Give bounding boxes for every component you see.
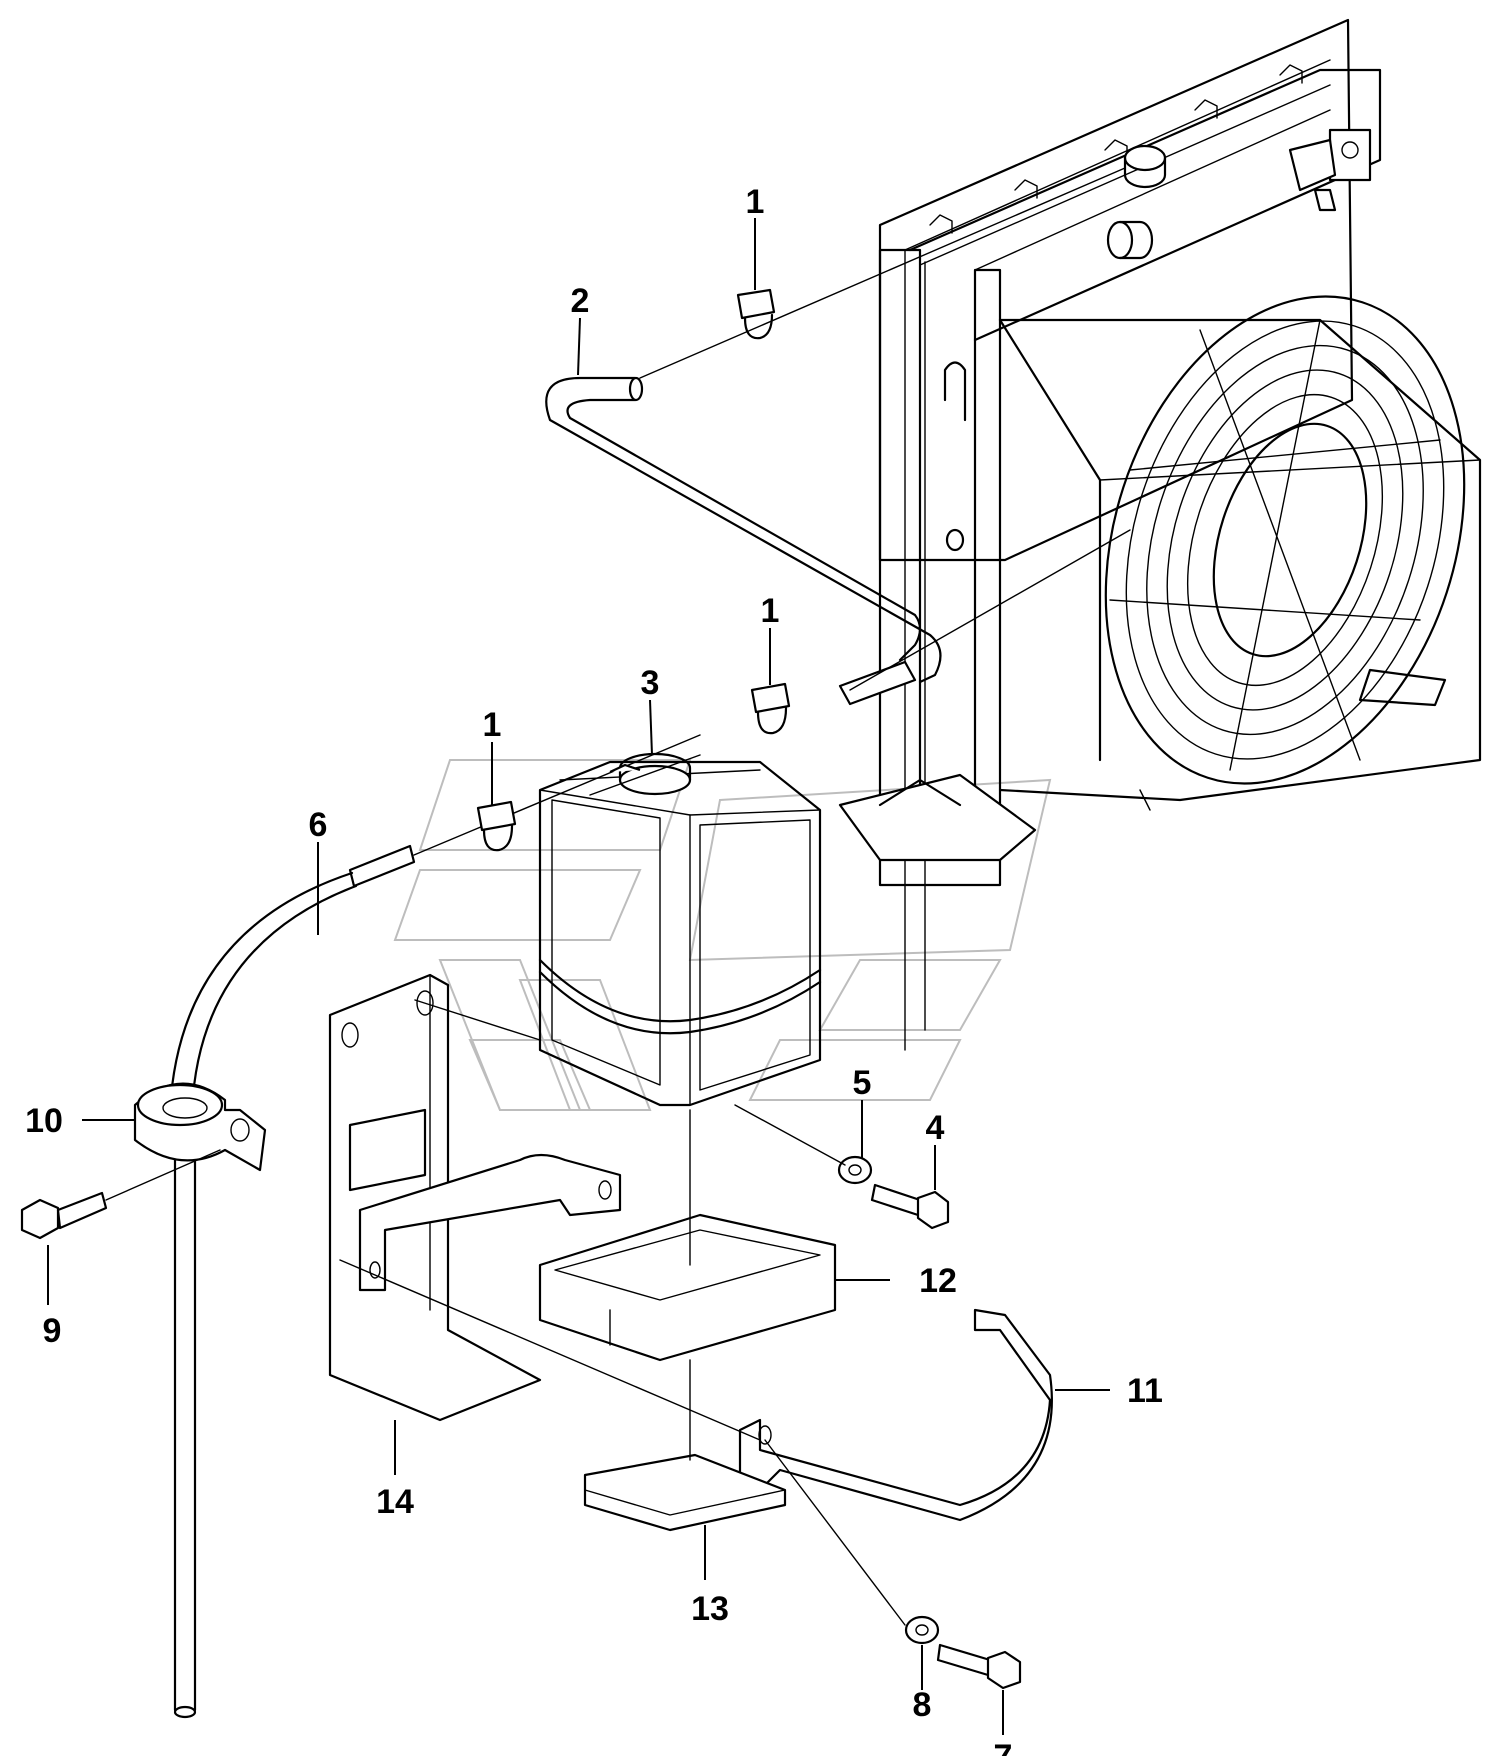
hose-clamp-upper <box>736 288 776 340</box>
bolt-4 <box>734 1104 950 1230</box>
hose-dip-tube <box>168 734 701 1719</box>
pipe-clamp <box>133 1082 267 1172</box>
callout-2: 2 <box>571 282 590 320</box>
fan-guard <box>1104 295 1466 785</box>
strap-ring <box>538 1213 837 1362</box>
callout-14: 14 <box>376 1483 414 1521</box>
callout-1-lower: 1 <box>483 706 502 744</box>
retaining-strap-lower <box>738 1308 1053 1522</box>
callout-1-upper: 1 <box>746 183 765 221</box>
callout-11: 11 <box>1127 1372 1163 1410</box>
callout-3: 3 <box>641 664 660 702</box>
callout-13: 13 <box>691 1590 729 1628</box>
callout-1-middle: 1 <box>761 592 780 630</box>
hose-upper <box>545 167 1131 706</box>
retaining-strap-upper <box>358 1153 622 1292</box>
callout-4: 4 <box>926 1109 945 1147</box>
washer-5 <box>837 1155 873 1185</box>
washer-8 <box>904 1615 940 1645</box>
callout-5: 5 <box>853 1064 872 1102</box>
callout-12: 12 <box>919 1262 957 1300</box>
callout-8: 8 <box>913 1686 932 1724</box>
radiator-assembly <box>838 18 1482 1051</box>
callout-6: 6 <box>309 806 328 844</box>
hose-clamp-middle <box>750 682 791 735</box>
callout-labels: 1 1 1 2 3 4 5 6 7 8 9 10 11 12 13 14 <box>25 183 1163 1756</box>
rubber-pad <box>583 1453 787 1532</box>
callout-7: 7 <box>994 1738 1013 1756</box>
mounting-bracket <box>328 973 542 1422</box>
expansion-tank <box>538 752 822 1107</box>
bolt-9 <box>20 1149 221 1240</box>
hose-clamp-lower <box>476 800 517 852</box>
callout-9: 9 <box>43 1312 62 1350</box>
assembly-lines <box>339 999 761 1461</box>
leader-lines <box>47 218 1110 1735</box>
bolt-7 <box>764 1439 1022 1690</box>
callout-10: 10 <box>25 1102 63 1140</box>
